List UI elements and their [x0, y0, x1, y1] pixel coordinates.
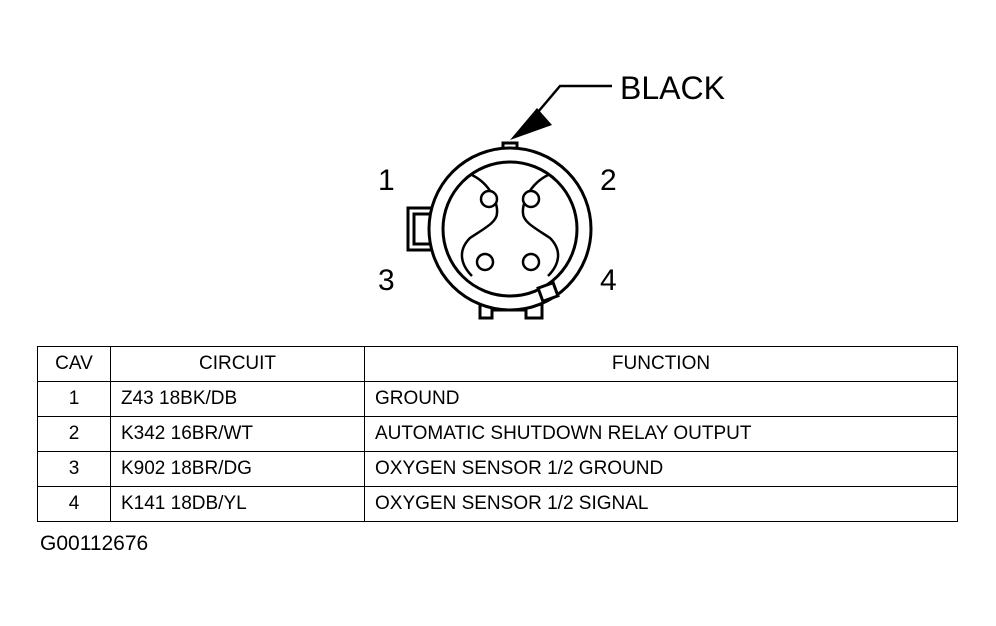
cav-cell: 4 — [37, 486, 111, 522]
cav-cell: 1 — [37, 381, 111, 417]
figure-id: G00112676 — [40, 532, 149, 555]
cavity-2-socket — [521, 189, 541, 209]
circuit-cell: K902 18BR/DG — [110, 451, 365, 487]
circuit-header: CIRCUIT — [110, 346, 365, 382]
table-row: 3 K902 18BR/DG OXYGEN SENSOR 1/2 GROUND — [37, 451, 958, 487]
function-cell: GROUND — [364, 381, 958, 417]
table-row: 4 K141 18DB/YL OXYGEN SENSOR 1/2 SIGNAL — [37, 486, 958, 522]
pin-label-3: 3 — [378, 264, 395, 297]
cav-header: CAV — [37, 346, 111, 382]
table-row: 2 K342 16BR/WT AUTOMATIC SHUTDOWN RELAY … — [37, 416, 958, 452]
connector-diagram: BLACK 1 2 3 4 — [378, 70, 725, 320]
circuit-cell: Z43 18BK/DB — [110, 381, 365, 417]
function-header: FUNCTION — [364, 346, 958, 382]
pin-label-2: 2 — [600, 164, 617, 197]
pin-label-4: 4 — [600, 264, 617, 297]
cav-cell: 3 — [37, 451, 111, 487]
callout-leader — [510, 84, 612, 140]
cavity-4-socket — [521, 252, 541, 272]
cavity-3-socket — [475, 252, 495, 272]
table-row: 1 Z43 18BK/DB GROUND — [37, 381, 958, 417]
function-cell: OXYGEN SENSOR 1/2 GROUND — [364, 451, 958, 487]
circuit-cell: K141 18DB/YL — [110, 486, 365, 522]
cavity-1-socket — [479, 189, 499, 209]
connector-body — [406, 141, 593, 320]
cav-cell: 2 — [37, 416, 111, 452]
wire-color-label: BLACK — [620, 70, 725, 106]
pin-cavities — [475, 189, 541, 272]
table-header-row: CAV CIRCUIT FUNCTION — [37, 346, 958, 382]
circuit-cell: K342 16BR/WT — [110, 416, 365, 452]
function-cell: AUTOMATIC SHUTDOWN RELAY OUTPUT — [364, 416, 958, 452]
pinout-table: CAV CIRCUIT FUNCTION 1 Z43 18BK/DB GROUN… — [37, 346, 958, 522]
function-cell: OXYGEN SENSOR 1/2 SIGNAL — [364, 486, 958, 522]
pin-label-1: 1 — [378, 164, 395, 197]
